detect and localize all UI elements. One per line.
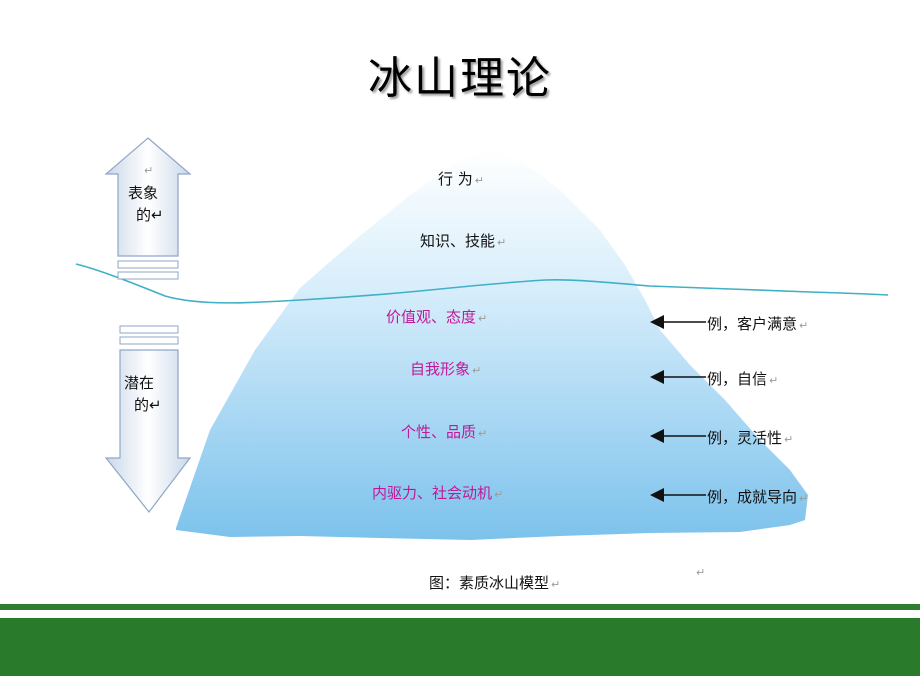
surface-bar-2: [117, 271, 179, 280]
example-customer-satisfaction: 例，客户满意↵: [707, 313, 808, 334]
water-line: [75, 263, 889, 304]
slide-title: 冰山理论: [368, 53, 552, 104]
surface-label: ↵ 表象 的↵: [128, 160, 164, 226]
return-mark: ↵: [769, 374, 779, 387]
iceberg-label-personality: 个性、品质↵: [401, 421, 487, 442]
example-achievement: 例，成就导向↵: [707, 486, 808, 507]
footer-thin-bar: [0, 604, 920, 610]
example-text: 例，灵活性: [707, 429, 783, 447]
label-text: 个性、品质: [401, 423, 477, 441]
footer-thick-bar: [0, 618, 920, 676]
iceberg-label-knowledge-skills: 知识、技能↵: [420, 230, 506, 251]
example-text: 例，成就导向: [707, 488, 798, 506]
return-mark: ↵: [799, 492, 809, 505]
figure-caption: 图：素质冰山模型↵: [429, 572, 560, 593]
label-text: 行 为: [438, 170, 473, 188]
iceberg-label-behavior: 行 为↵: [438, 168, 484, 189]
label-text: 内驱力、社会动机: [372, 484, 493, 502]
surface-label-line: ↵: [144, 164, 154, 177]
example-confidence: 例，自信↵: [707, 368, 778, 389]
surface-up-arrow: [104, 137, 192, 257]
return-mark: ↵: [784, 433, 794, 446]
return-mark: ↵: [472, 364, 482, 377]
example-arrow-3: [650, 429, 706, 443]
hidden-down-arrow: [104, 349, 192, 513]
hidden-bar-2: [119, 336, 179, 345]
return-mark: ↵: [497, 236, 507, 249]
example-text: 例，客户满意: [707, 315, 798, 333]
return-mark: ↵: [478, 312, 488, 325]
surface-label-line: 表象: [128, 184, 159, 202]
iceberg-shape: [176, 150, 808, 540]
example-text: 例，自信: [707, 370, 768, 388]
return-mark: ↵: [474, 174, 484, 187]
caption-text: 图：素质冰山模型: [429, 574, 550, 592]
hidden-label-line: 的↵: [134, 396, 162, 414]
iceberg-label-motivation: 内驱力、社会动机↵: [372, 482, 503, 503]
surface-bar-1: [117, 260, 179, 269]
hidden-label-line: 潜在: [124, 374, 155, 392]
stray-return-mark: ↵: [696, 566, 706, 579]
example-arrow-2: [650, 370, 706, 384]
hidden-bar-1: [119, 325, 179, 334]
return-mark: ↵: [494, 488, 504, 501]
hidden-label: 潜在 的↵: [124, 372, 162, 416]
return-mark: ↵: [551, 578, 561, 591]
example-arrow-1: [650, 315, 706, 329]
label-text: 自我形象: [410, 360, 471, 378]
label-text: 知识、技能: [420, 232, 496, 250]
return-mark: ↵: [799, 319, 809, 332]
iceberg-label-self-image: 自我形象↵: [410, 358, 481, 379]
surface-label-line: 的↵: [136, 206, 164, 224]
label-text: 价值观、态度: [386, 308, 477, 326]
return-mark: ↵: [478, 427, 488, 440]
iceberg-label-values-attitude: 价值观、态度↵: [386, 306, 487, 327]
example-arrow-4: [650, 488, 706, 502]
example-flexibility: 例，灵活性↵: [707, 427, 793, 448]
